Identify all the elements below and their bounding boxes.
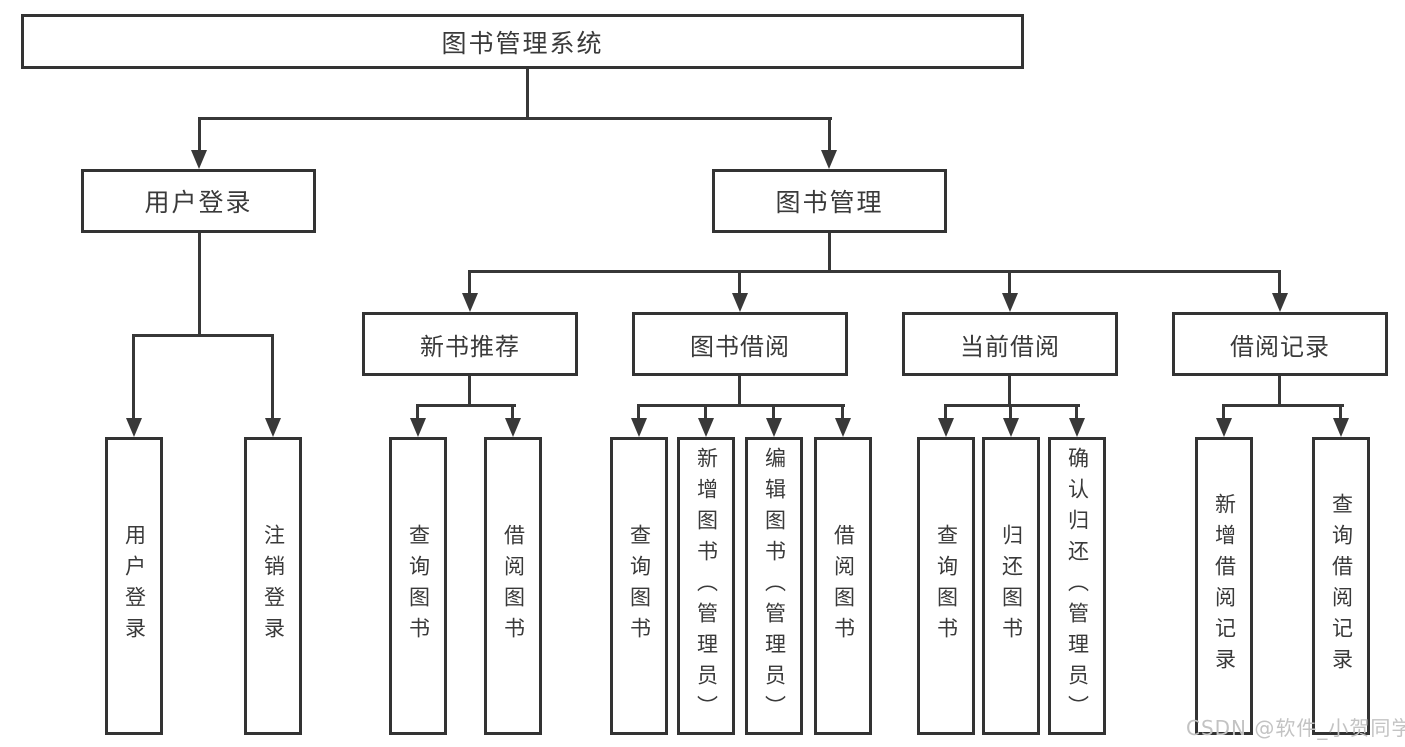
arrow-down-icon [1272,293,1288,312]
connector-g3-drop-2 [704,404,707,421]
arrow-down-icon [505,418,521,437]
arrow-down-icon [1333,418,1349,437]
connector-l3-drop-3 [1008,270,1011,295]
connector-g5-rail [1222,404,1344,407]
leaf-bb-borrow-book-label: 借阅图书 [831,524,856,648]
arrow-down-icon [1216,418,1232,437]
connector-g3-stem [738,376,741,407]
leaf-nbr-borrow-book: 借阅图书 [484,437,542,735]
connector-g4-rail [944,404,1080,407]
leaf-user-login: 用户登录 [105,437,163,735]
connector-g3-rail [637,404,845,407]
connector-g4-drop-1 [944,404,947,421]
connector-root-stem [526,69,529,120]
leaf-nbr-query-book-label: 查询图书 [406,524,431,648]
leaf-bb-query-book-label: 查询图书 [627,524,652,648]
leaf-br-query-record-label: 查询借阅记录 [1329,493,1354,679]
leaf-bb-edit-book-admin: 编辑图书（管理员） [745,437,803,735]
connector-l3-drop-4 [1278,270,1281,295]
node-book-borrow: 图书借阅 [632,312,848,376]
node-book-management-label: 图书管理 [775,188,884,217]
connector-g2-drop-2 [511,404,514,421]
connector-l3-rail [468,270,1281,273]
arrow-down-icon [191,150,207,169]
node-current-borrow-label: 当前借阅 [960,332,1060,361]
node-book-borrow-label: 图书借阅 [690,332,790,361]
node-current-borrow: 当前借阅 [902,312,1118,376]
leaf-cb-confirm-return-admin: 确认归还（管理员） [1048,437,1106,735]
connector-g4-stem [1008,376,1011,407]
arrow-down-icon [410,418,426,437]
leaf-cb-return-book: 归还图书 [982,437,1040,735]
connector-g4-drop-2 [1009,404,1012,421]
arrow-down-icon [631,418,647,437]
connector-l2-stem-left [198,117,201,151]
connector-g2-drop-1 [416,404,419,421]
leaf-logout-label: 注销登录 [261,524,286,648]
leaf-cb-return-book-label: 归还图书 [999,524,1024,648]
leaf-bb-add-book-admin: 新增图书（管理员） [677,437,735,735]
leaf-br-query-record: 查询借阅记录 [1312,437,1370,735]
connector-g5-stem [1278,376,1281,407]
arrow-down-icon [938,418,954,437]
leaf-cb-query-book-label: 查询图书 [934,524,959,648]
arrow-down-icon [1002,293,1018,312]
arrow-down-icon [698,418,714,437]
leaf-bb-edit-book-admin-label: 编辑图书（管理员） [762,446,787,726]
node-borrow-record-label: 借阅记录 [1230,332,1330,361]
leaf-cb-query-book: 查询图书 [917,437,975,735]
connector-g2-rail [416,404,516,407]
node-user-login: 用户登录 [81,169,316,233]
connector-g1-rail [132,334,274,337]
arrow-down-icon [835,418,851,437]
connector-g1-drop-2 [271,334,274,420]
node-root-label: 图书管理系统 [441,28,604,58]
connector-g3-drop-4 [841,404,844,421]
connector-g3-drop-3 [772,404,775,421]
leaf-bb-query-book: 查询图书 [610,437,668,735]
arrow-down-icon [462,293,478,312]
leaf-user-login-label: 用户登录 [122,524,147,648]
connector-g4-drop-3 [1075,404,1078,421]
arrow-down-icon [821,150,837,169]
arrow-down-icon [265,418,281,437]
connector-g1-stem [198,233,201,337]
connector-g5-drop-1 [1222,404,1225,421]
arrow-down-icon [126,418,142,437]
leaf-nbr-borrow-book-label: 借阅图书 [501,524,526,648]
leaf-br-add-record-label: 新增借阅记录 [1212,493,1237,679]
node-book-management: 图书管理 [712,169,947,233]
connector-g5-drop-2 [1339,404,1342,421]
node-new-book-recommend: 新书推荐 [362,312,578,376]
leaf-bb-add-book-admin-label: 新增图书（管理员） [694,446,719,726]
connector-l3-stem [828,233,831,273]
leaf-br-add-record: 新增借阅记录 [1195,437,1253,735]
csdn-watermark: CSDN @软件_小贺同学 [1186,716,1405,740]
leaf-cb-confirm-return-admin-label: 确认归还（管理员） [1065,446,1090,726]
arrow-down-icon [1003,418,1019,437]
node-root: 图书管理系统 [21,14,1024,69]
leaf-logout: 注销登录 [244,437,302,735]
node-new-book-recommend-label: 新书推荐 [420,332,520,361]
node-borrow-record: 借阅记录 [1172,312,1388,376]
connector-g2-stem [468,376,471,407]
node-user-login-label: 用户登录 [144,188,253,217]
leaf-nbr-query-book: 查询图书 [389,437,447,735]
connector-g3-drop-1 [637,404,640,421]
connector-l2-rail [198,117,832,120]
leaf-bb-borrow-book: 借阅图书 [814,437,872,735]
arrow-down-icon [1069,418,1085,437]
connector-l3-drop-2 [738,270,741,295]
connector-l3-drop-1 [468,270,471,295]
arrow-down-icon [732,293,748,312]
connector-g1-drop-1 [132,334,135,420]
connector-l2-stem-right [828,117,831,151]
arrow-down-icon [766,418,782,437]
